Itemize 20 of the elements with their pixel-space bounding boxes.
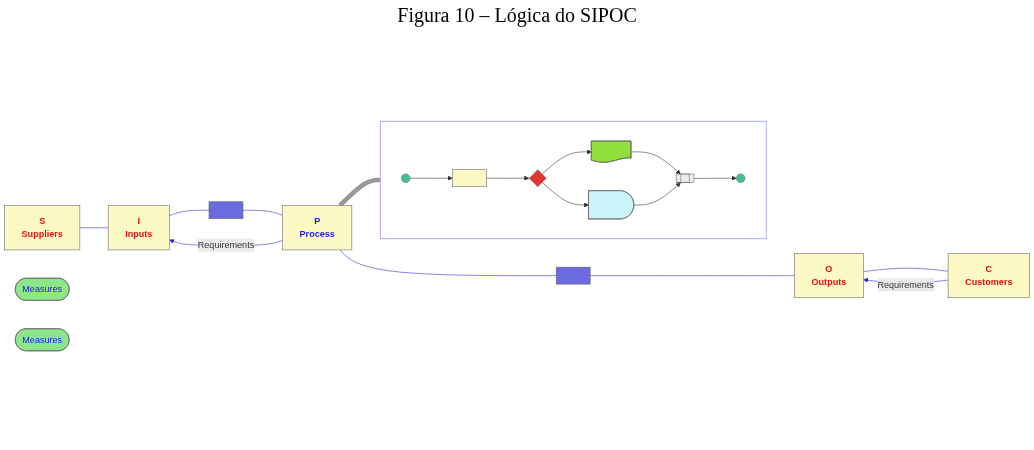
connector xyxy=(242,209,283,216)
node-subprocess xyxy=(676,173,695,183)
edge-label: Requirements xyxy=(877,279,934,290)
node-box xyxy=(452,169,487,187)
cluster xyxy=(379,120,767,240)
edge-label: Requirements xyxy=(197,240,255,250)
node-bar xyxy=(208,201,244,220)
node-bar xyxy=(555,266,591,285)
figure-title: Figura 10 – Lógica do SIPOC xyxy=(396,4,638,27)
connector xyxy=(169,209,210,217)
node-box: S Suppliers xyxy=(4,205,81,251)
node-box: P Process xyxy=(282,205,353,251)
node-box: O Outputs xyxy=(794,253,864,299)
node-circle xyxy=(401,173,411,183)
node-box: C Customers xyxy=(947,253,1030,299)
node-box: I Inputs xyxy=(107,205,170,251)
node-circle xyxy=(736,173,746,183)
node-diamond xyxy=(529,169,547,187)
connector xyxy=(339,249,557,276)
connector xyxy=(589,275,795,276)
